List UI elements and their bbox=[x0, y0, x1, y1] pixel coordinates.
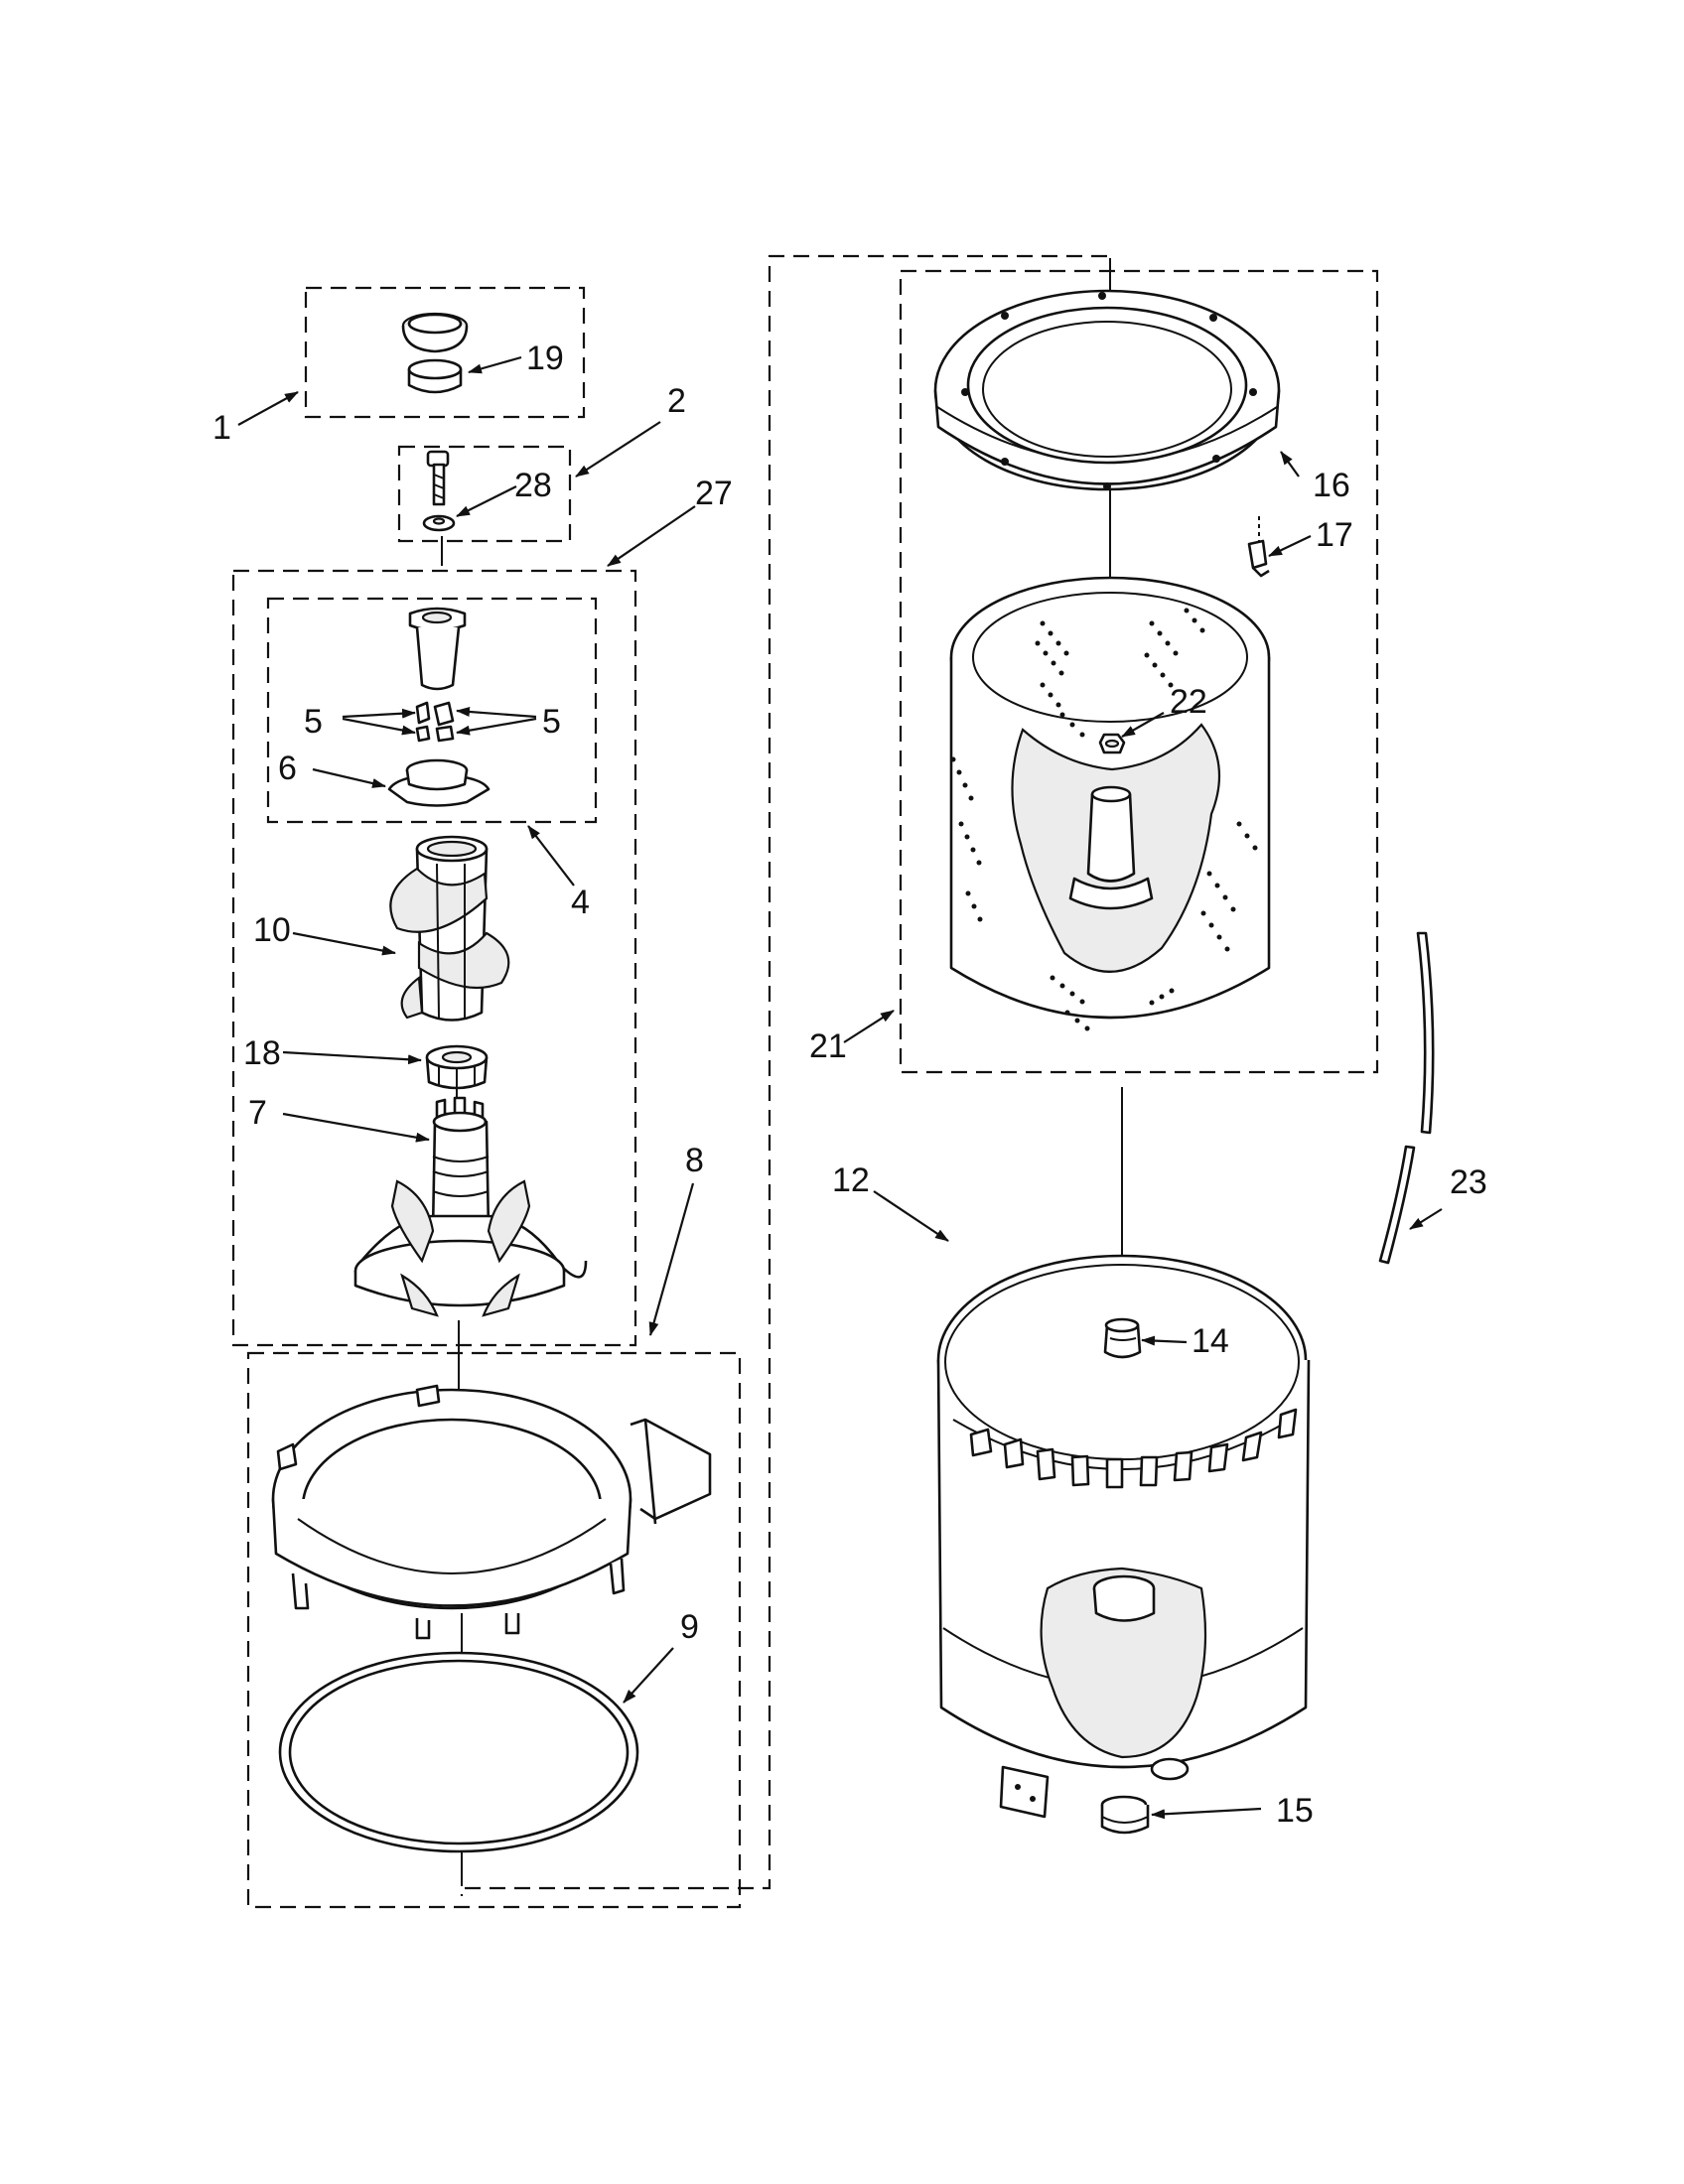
callout-1: 1 bbox=[212, 409, 231, 447]
tub-vents bbox=[969, 1408, 1298, 1489]
callout-7: 7 bbox=[248, 1094, 267, 1132]
part-12-outer-tub bbox=[936, 1254, 1311, 1819]
callout-2: 2 bbox=[667, 382, 686, 420]
callout-17: 17 bbox=[1316, 516, 1353, 554]
part-14-tub-fitting bbox=[1103, 1317, 1142, 1359]
part-10-agitator-auger bbox=[389, 835, 510, 1022]
callout-6: 6 bbox=[278, 750, 297, 787]
callout-21: 21 bbox=[809, 1027, 847, 1065]
callout-18: 18 bbox=[243, 1034, 281, 1072]
callout-labels: 1 2 4 5 5 6 7 8 9 10 12 14 15 16 17 18 1… bbox=[212, 340, 1487, 1830]
callout-22: 22 bbox=[1170, 683, 1207, 721]
callout-12: 12 bbox=[832, 1161, 870, 1199]
callout-4: 4 bbox=[571, 884, 590, 921]
callout-5-right: 5 bbox=[542, 703, 561, 741]
group-box-2 bbox=[397, 445, 572, 543]
basket-perforations bbox=[950, 608, 1258, 1031]
callout-28: 28 bbox=[514, 467, 552, 504]
connector-line-21-to-8 bbox=[460, 254, 1107, 1896]
part-19-agitator-cap bbox=[401, 312, 469, 394]
callout-23: 23 bbox=[1450, 1163, 1487, 1201]
part-9-tub-seal-ring bbox=[278, 1651, 639, 1853]
callout-15: 15 bbox=[1276, 1792, 1314, 1830]
group-box-4 bbox=[266, 597, 598, 824]
group-box-8 bbox=[246, 1351, 742, 1909]
part-23-hose bbox=[1378, 931, 1435, 1265]
part-22-basket-nut bbox=[1098, 733, 1126, 754]
part-21-wash-basket bbox=[949, 576, 1271, 1031]
part-17-clip bbox=[1247, 516, 1270, 578]
part-7-agitator-base bbox=[353, 1096, 588, 1317]
callout-27: 27 bbox=[695, 475, 733, 512]
callout-10: 10 bbox=[253, 911, 291, 949]
group-box-21 bbox=[899, 269, 1379, 1074]
part-28-bolt-washer bbox=[422, 450, 456, 532]
callout-8: 8 bbox=[685, 1142, 704, 1179]
callout-19: 19 bbox=[526, 340, 564, 377]
callout-5-left: 5 bbox=[304, 703, 323, 741]
part-18-bearing bbox=[425, 1044, 489, 1090]
part-15-drain-grommet bbox=[1100, 1795, 1150, 1835]
part-4-agitator-cam-assembly bbox=[387, 607, 491, 807]
callout-14: 14 bbox=[1192, 1322, 1229, 1360]
leader-lines bbox=[237, 355, 1443, 1820]
part-8-tub-ring bbox=[271, 1384, 712, 1640]
callout-9: 9 bbox=[680, 1608, 699, 1646]
part-16-balance-ring bbox=[933, 289, 1281, 491]
group-box-1 bbox=[304, 286, 586, 419]
callout-16: 16 bbox=[1313, 467, 1350, 504]
group-box-27 bbox=[231, 569, 637, 1347]
